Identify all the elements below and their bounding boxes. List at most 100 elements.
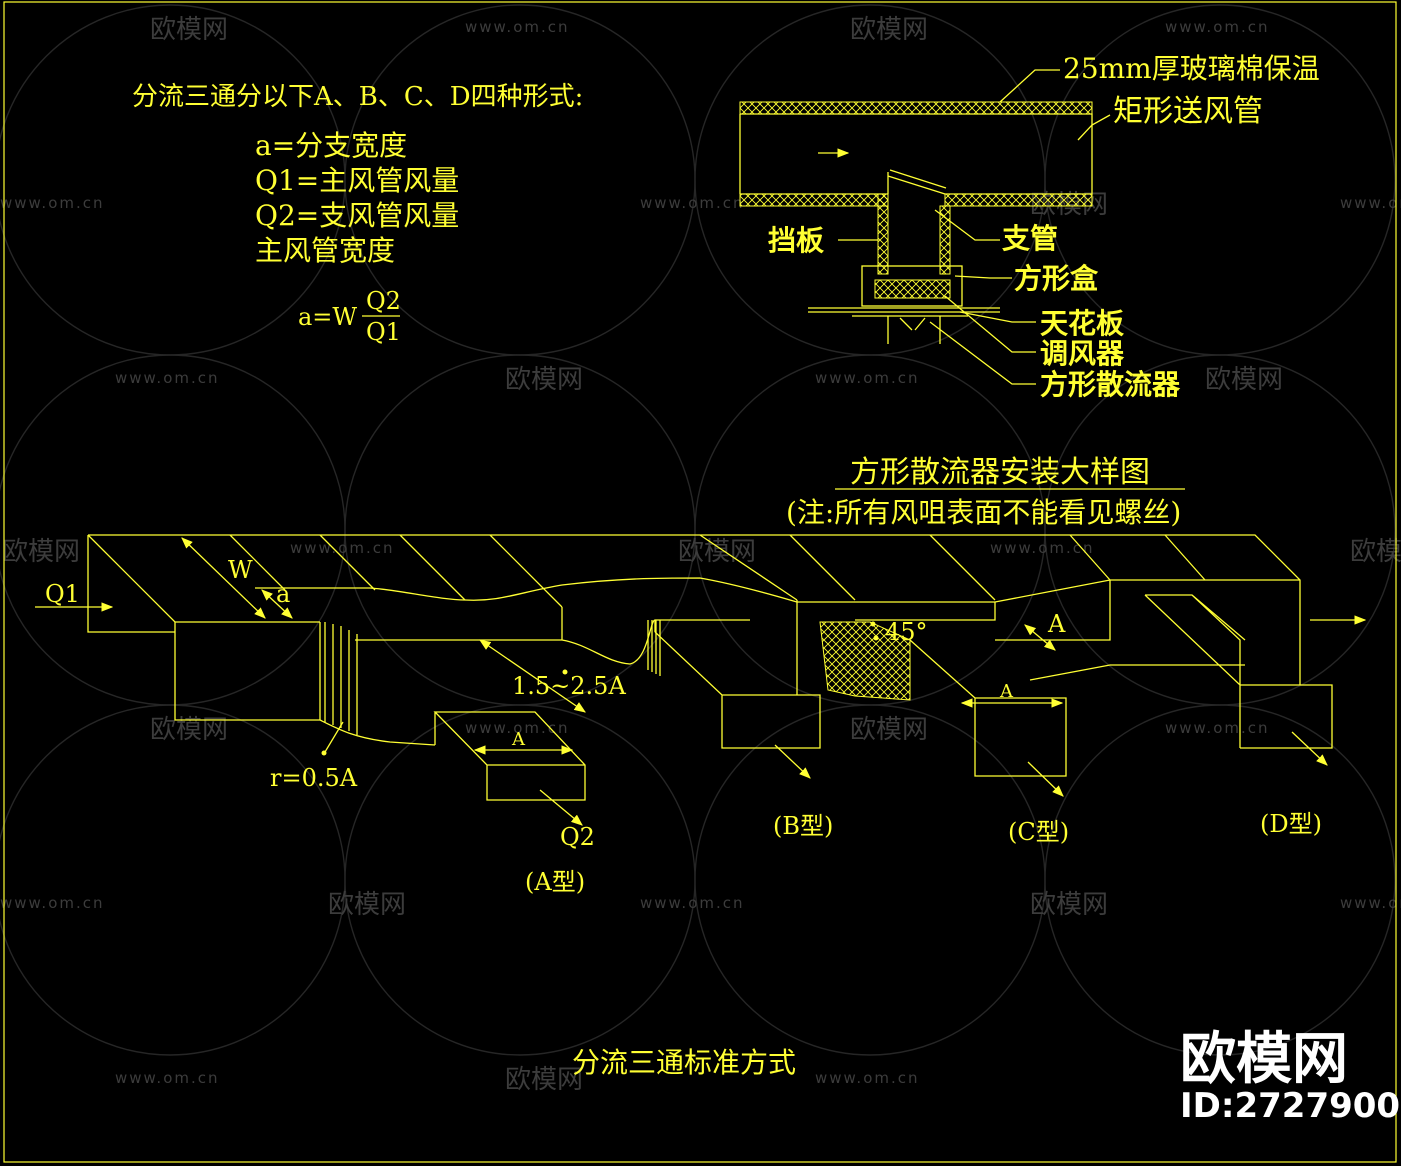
watermark-site: www.om.cn [815,369,920,387]
duct-upper-profile [255,577,1300,603]
formula-denominator: Q1 [366,318,401,346]
elbow-hatching-a [324,622,358,735]
label-damper: 调风器 [1040,337,1125,370]
branch-a-arrow [539,789,583,826]
label-q1: Q1 [45,580,80,608]
square-diffuser [852,315,968,344]
watermark-site: www.om.cn [640,894,745,912]
detail-title: 方形散流器安装大样图 [850,455,1150,490]
insulation-bottom-left [739,193,889,207]
baffle-plate [887,169,947,195]
label-q2: Q2 [560,823,595,851]
label-dim-a-branch-a: A [511,729,526,750]
supply-duct [740,113,1093,195]
watermark-brand: 欧模网 [505,365,583,395]
tee-drawing: Q1 W a 1.5~2.5A r=0.5A A Q2 45° A A (A型)… [35,534,1367,1079]
branch-b-arrow [774,744,811,779]
main-duct-inlet [87,535,175,633]
watermark-site: www.om.cn [815,1069,920,1087]
intro-heading: 分流三通分以下A、B、C、D四种形式: [132,82,583,112]
label-dim-a-branch-c: A [999,681,1014,702]
watermark-brand: 欧模网 [1350,537,1401,567]
branch-c [909,639,1067,777]
label-baffle: 挡板 [768,224,824,257]
watermark-site: www.om.cn [1165,18,1270,36]
branch-c-arrow [1027,761,1064,797]
branch-b [654,620,821,749]
leader-lines [838,69,1111,385]
definition-q1: Q1=主风管风量 [255,164,459,197]
watermark-brand: 欧模网 [1030,890,1108,920]
watermark-site: www.om.cn [1165,719,1270,737]
definition-w: 主风管宽度 [255,234,395,267]
formula: a=W Q2 Q1 [298,287,401,346]
detail-note: (注:所有风咀表面不能看见螺丝) [786,496,1181,529]
label-type-b: (B型) [773,812,833,840]
splitter-45-c [819,621,911,701]
formula-lhs: a=W [298,303,357,331]
drawing-border [3,1,1397,1163]
main-duct-top-front [87,534,320,623]
label-w: W [228,556,253,584]
watermark-site: www.om.cn [1340,194,1401,212]
watermark-site: www.om.cn [115,369,220,387]
watermark-brand: 欧模网 [1205,365,1283,395]
branch-wall-left [877,193,889,275]
damper [874,279,951,299]
watermark-site: www.om.cn [290,539,395,557]
watermark-brand: 欧模网 [850,15,928,45]
watermark-site: www.om.cn [1340,894,1401,912]
label-ceiling: 天花板 [1040,307,1124,340]
label-type-c: (C型) [1008,818,1069,846]
watermark-layer: 欧模网 欧模网 欧模网 欧模网 欧模网 欧模网 欧模网 欧模网 欧模网 欧模网 … [0,4,1401,1095]
label-type-d: (D型) [1260,810,1322,838]
definition-q2: Q2=支风管风量 [255,199,459,232]
label-square-box: 方形盒 [1014,262,1099,295]
watermark-site: www.om.cn [990,539,1095,557]
watermark-site: www.om.cn [0,894,105,912]
watermark-site: www.om.cn [640,194,745,212]
diffuser-detail: 25mm厚玻璃棉保温 矩形送风管 挡板 支管 方形盒 天花板 调风器 方形散流器… [739,52,1320,529]
insulation-top [739,101,1093,115]
label-diffuser: 方形散流器 [1040,368,1181,401]
watermark-circles [0,4,1396,1056]
label-type-a: (A型) [525,868,585,896]
label-transition-range: 1.5~2.5A [512,672,626,700]
dim-a-small [261,589,293,619]
label-insulation: 25mm厚玻璃棉保温 [1063,52,1320,85]
watermark-brand: 欧模网 [678,537,756,567]
watermark-brand: 欧模网 [150,15,228,45]
insulation-bottom-right [944,193,1093,207]
tee-caption: 分流三通标准方式 [572,1046,796,1079]
radius-dot [321,750,327,756]
watermark-site: www.om.cn [0,194,105,212]
branch-d [1144,594,1333,749]
branch-wall-right [939,205,951,275]
dim-transition [479,639,586,713]
label-a-small: a [276,580,290,608]
label-angle: 45° [885,618,928,646]
main-duct-top [88,534,1301,685]
watermark-brand: 欧模网 [2,537,80,567]
label-radius: r=0.5A [270,764,358,792]
duct-lower-front [174,622,436,746]
dim-w [181,537,266,619]
label-dim-a-c-width: A [1047,610,1066,638]
square-box [861,265,963,307]
duct-mid-profile [355,619,750,665]
watermark-brand: 欧模网 [328,890,406,920]
label-branch: 支管 [1002,222,1058,255]
watermark-site: www.om.cn [465,719,570,737]
branch-d-arrow [1291,731,1328,766]
formula-numerator: Q2 [366,287,401,315]
dim-c-width [1024,624,1056,651]
watermark-site: www.om.cn [115,1069,220,1087]
brand-corner: 欧模网 ID:2727900 [1180,1027,1400,1126]
watermark-brand: 欧模网 [505,1065,583,1095]
watermark-brand: 欧模网 [850,715,928,745]
radius-leader [324,721,344,753]
intro-notes: 分流三通分以下A、B、C、D四种形式: a=分支宽度 Q1=主风管风量 Q2=支… [132,82,583,346]
definition-a: a=分支宽度 [255,129,407,162]
brand-logo: 欧模网 [1180,1027,1348,1092]
